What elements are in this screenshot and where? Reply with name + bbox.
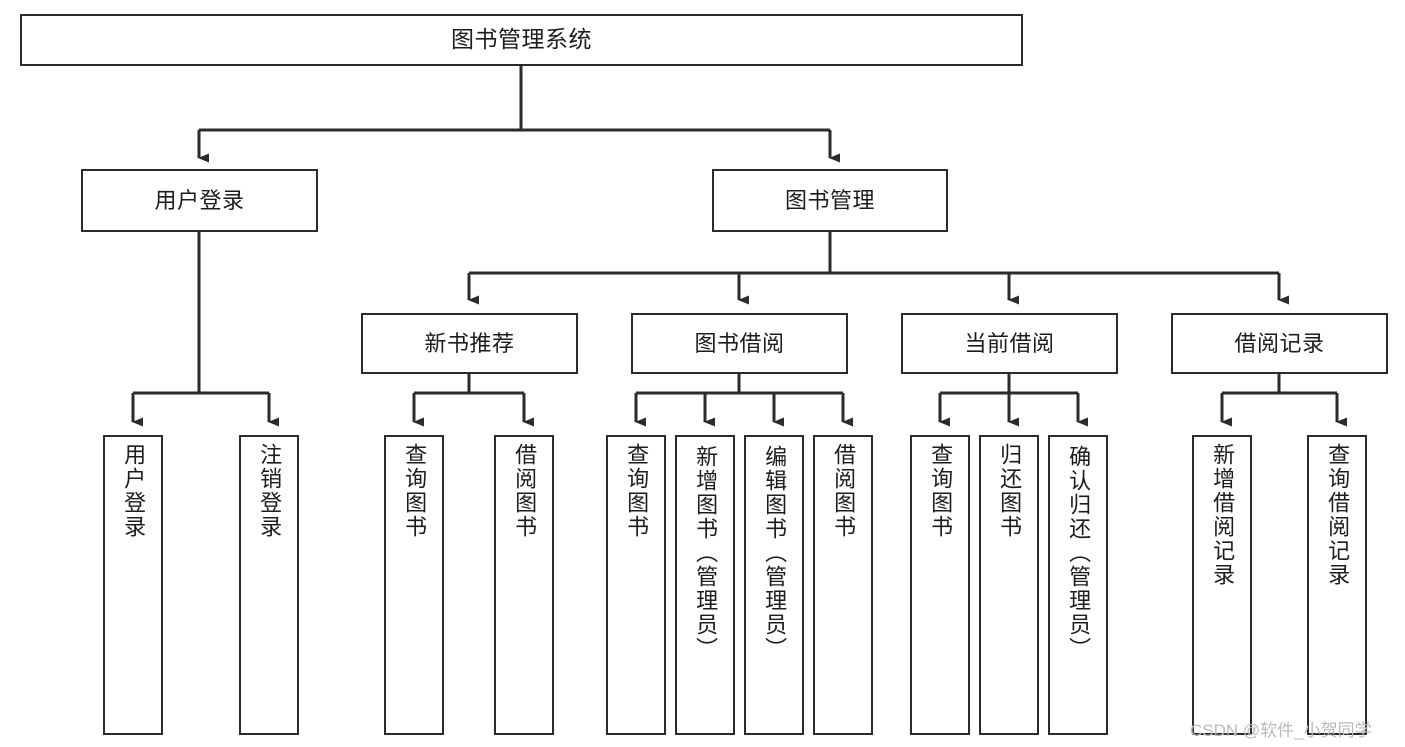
leaf-user-login-signin-label: 用户登录 xyxy=(121,443,147,539)
node-user-login-label: 用户登录 xyxy=(154,187,245,213)
leaf-borrow-record-add-label: 新增借阅记录 xyxy=(1210,443,1236,587)
leaf-user-login-signout[interactable]: 注销登录 xyxy=(239,435,299,735)
node-new-book-recommend[interactable]: 新书推荐 xyxy=(361,313,578,374)
leaf-book-borrow-borrow-label: 借阅图书 xyxy=(831,443,857,539)
leaf-user-login-signout-label: 注销登录 xyxy=(257,443,283,539)
leaf-book-borrow-edit[interactable]: 编辑图书（管理员） xyxy=(744,435,804,735)
leaf-book-borrow-borrow[interactable]: 借阅图书 xyxy=(813,435,873,735)
node-book-management-label: 图书管理 xyxy=(784,187,875,213)
leaf-borrow-record-query[interactable]: 查询借阅记录 xyxy=(1307,435,1367,735)
node-book-borrow[interactable]: 图书借阅 xyxy=(631,313,848,374)
leaf-borrow-record-query-label: 查询借阅记录 xyxy=(1325,443,1351,587)
leaf-current-borrow-query[interactable]: 查询图书 xyxy=(910,435,970,735)
leaf-book-borrow-query[interactable]: 查询图书 xyxy=(606,435,666,735)
node-user-login[interactable]: 用户登录 xyxy=(81,169,318,232)
leaf-current-borrow-return[interactable]: 归还图书 xyxy=(979,435,1039,735)
leaf-book-borrow-add[interactable]: 新增图书（管理员） xyxy=(675,435,735,735)
leaf-current-borrow-query-label: 查询图书 xyxy=(928,443,954,539)
leaf-new-book-borrow[interactable]: 借阅图书 xyxy=(494,435,554,735)
leaf-new-book-query[interactable]: 查询图书 xyxy=(384,435,444,735)
node-current-borrow[interactable]: 当前借阅 xyxy=(901,313,1118,374)
csdn-watermark: CSDN @软件_小贺同学 xyxy=(1190,721,1372,740)
node-book-management[interactable]: 图书管理 xyxy=(712,169,948,232)
node-borrow-record[interactable]: 借阅记录 xyxy=(1171,313,1388,374)
leaf-new-book-borrow-label: 借阅图书 xyxy=(512,443,538,539)
leaf-current-borrow-confirm-return-label: 确认归还（管理员） xyxy=(1066,445,1092,661)
node-root-system[interactable]: 图书管理系统 xyxy=(20,14,1023,66)
leaf-current-borrow-confirm-return[interactable]: 确认归还（管理员） xyxy=(1048,435,1108,735)
leaf-new-book-query-label: 查询图书 xyxy=(402,443,428,539)
leaf-current-borrow-return-label: 归还图书 xyxy=(997,443,1023,539)
leaf-book-borrow-query-label: 查询图书 xyxy=(624,443,650,539)
node-root-system-label: 图书管理系统 xyxy=(451,26,592,53)
node-book-borrow-label: 图书借阅 xyxy=(694,330,785,356)
node-current-borrow-label: 当前借阅 xyxy=(964,330,1055,356)
node-borrow-record-label: 借阅记录 xyxy=(1234,330,1325,356)
leaf-book-borrow-add-label: 新增图书（管理员） xyxy=(693,445,719,661)
leaf-user-login-signin[interactable]: 用户登录 xyxy=(103,435,163,735)
node-new-book-recommend-label: 新书推荐 xyxy=(424,330,515,356)
leaf-borrow-record-add[interactable]: 新增借阅记录 xyxy=(1192,435,1252,735)
leaf-book-borrow-edit-label: 编辑图书（管理员） xyxy=(762,445,788,661)
